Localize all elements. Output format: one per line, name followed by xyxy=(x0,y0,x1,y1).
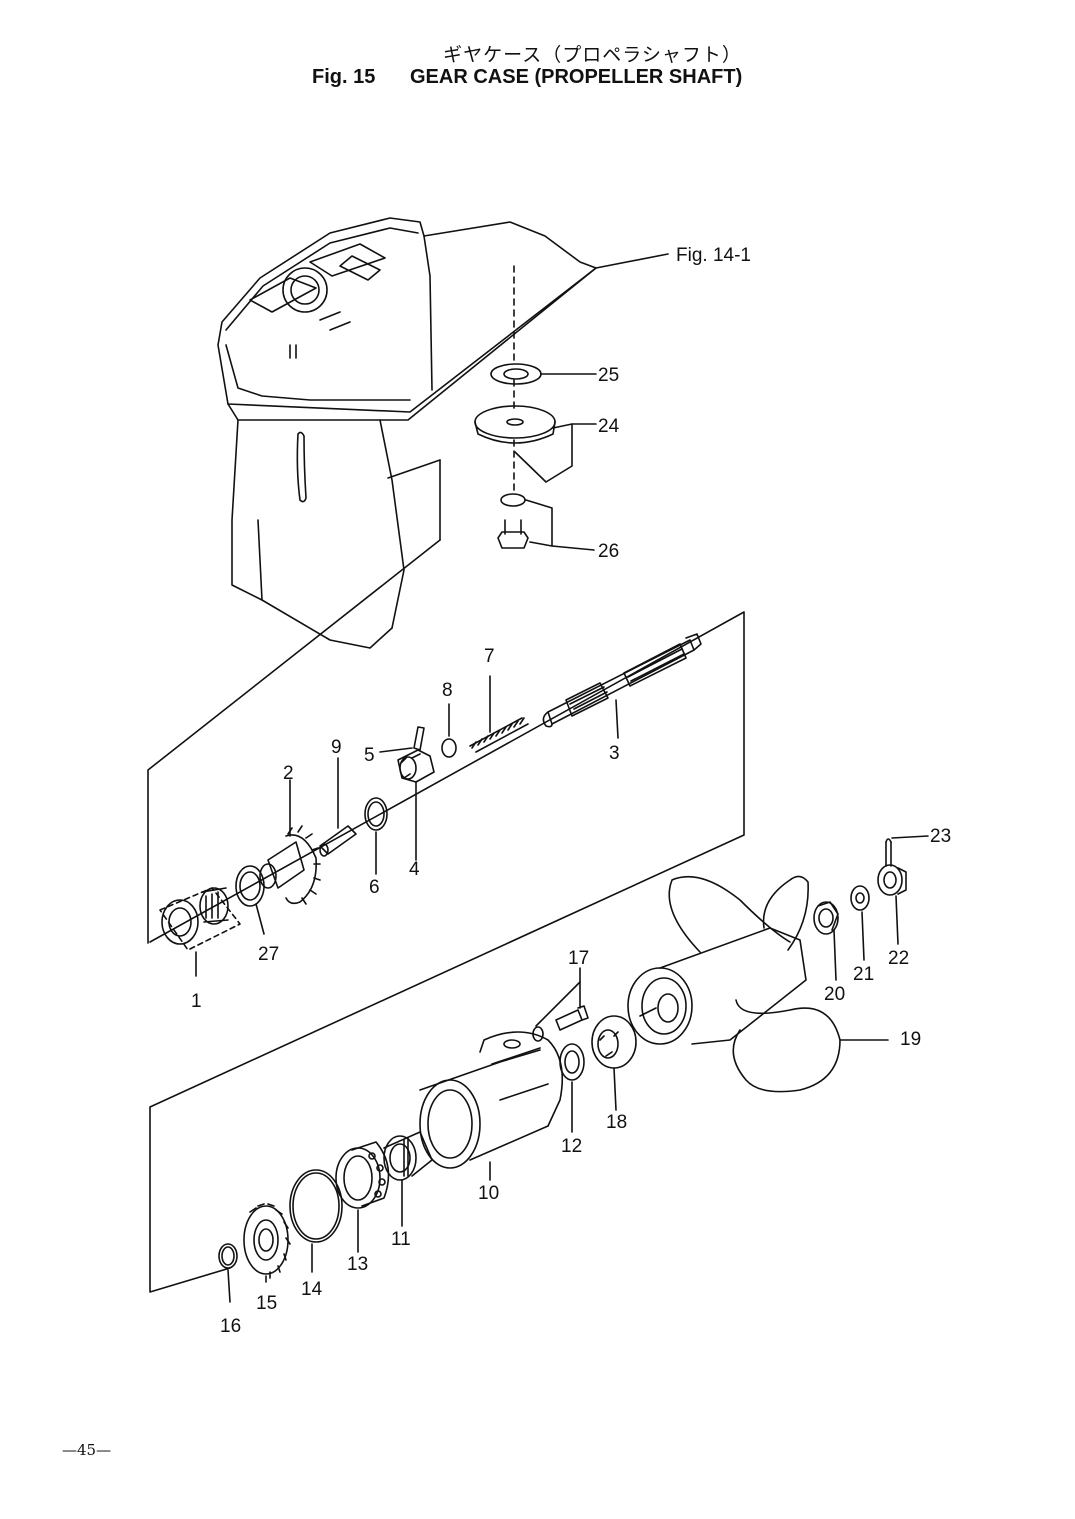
callout-17: 17 xyxy=(568,948,589,969)
title-english: Fig. 15 GEAR CASE (PROPELLER SHAFT) xyxy=(312,66,742,89)
part-25-washer xyxy=(490,363,597,385)
callout-14: 14 xyxy=(301,1279,323,1300)
callout-4: 4 xyxy=(409,859,420,880)
figure-number: Fig. 15 xyxy=(312,66,376,88)
part-24-anode xyxy=(474,405,597,483)
callout-26: 26 xyxy=(598,541,619,562)
callout-6: 6 xyxy=(369,877,380,898)
part-15-reverse-gear xyxy=(243,1203,291,1283)
callout-2: 2 xyxy=(283,763,294,784)
part-1-bearing xyxy=(161,887,229,977)
part-7-spring xyxy=(469,675,529,753)
title-japanese: ギヤケース（プロペラシャフト） xyxy=(443,44,742,66)
part-5-pin xyxy=(379,726,425,753)
fig-14-1-reference: Fig. 14-1 xyxy=(676,245,751,266)
part-number-labels: 1 2 3 4 5 6 7 8 9 10 11 12 13 14 15 16 1… xyxy=(191,365,951,1337)
part-12-oil-seal xyxy=(559,1043,585,1133)
part-27-shim xyxy=(235,865,265,935)
callout-1: 1 xyxy=(191,991,202,1012)
callout-22: 22 xyxy=(888,948,909,969)
callout-27: 27 xyxy=(258,944,279,965)
part-23-cotter-pin xyxy=(885,835,929,867)
gear-case-housing xyxy=(217,217,597,649)
callout-16: 16 xyxy=(220,1316,241,1337)
page-number: —45— xyxy=(62,1441,112,1459)
part-20-spacer xyxy=(813,901,839,981)
callout-18: 18 xyxy=(606,1112,627,1133)
callout-3: 3 xyxy=(609,743,620,764)
callout-25: 25 xyxy=(598,365,619,386)
part-21-washer xyxy=(850,885,870,961)
part-13-ball-bearing xyxy=(335,1141,390,1253)
part-19-propeller xyxy=(627,875,889,1093)
callout-20: 20 xyxy=(824,984,845,1005)
callout-13: 13 xyxy=(347,1254,368,1275)
callout-10: 10 xyxy=(478,1183,499,1204)
part-26-bolt xyxy=(497,493,595,551)
callout-8: 8 xyxy=(442,680,453,701)
part-22-castle-nut xyxy=(877,864,907,945)
callout-21: 21 xyxy=(853,964,874,985)
part-3-propeller-shaft xyxy=(542,633,702,739)
part-2-forward-gear xyxy=(259,779,321,905)
part-8-plunger xyxy=(441,703,457,758)
callout-5: 5 xyxy=(364,745,375,766)
callout-9: 9 xyxy=(331,737,342,758)
callout-12: 12 xyxy=(561,1136,582,1157)
part-14-o-ring xyxy=(289,1169,343,1273)
part-18-thrust-hub xyxy=(591,1015,637,1111)
part-17-bolt xyxy=(532,967,589,1042)
part-16-snap-ring xyxy=(218,1243,238,1303)
callout-7: 7 xyxy=(484,646,495,667)
assembly-group-frame xyxy=(147,459,745,1293)
callout-24: 24 xyxy=(598,416,620,437)
part-6-ring xyxy=(364,797,388,875)
reference-leaders xyxy=(513,253,669,491)
part-9-pin xyxy=(319,757,357,857)
part-11-needle-bearing xyxy=(383,1131,433,1227)
callout-19: 19 xyxy=(900,1029,921,1050)
callout-23: 23 xyxy=(930,826,951,847)
part-10-bearing-housing xyxy=(419,1031,564,1181)
callout-15: 15 xyxy=(256,1293,277,1314)
part-4-clutch xyxy=(397,749,435,861)
figure-title: GEAR CASE (PROPELLER SHAFT) xyxy=(410,66,743,88)
callout-11: 11 xyxy=(391,1229,411,1250)
